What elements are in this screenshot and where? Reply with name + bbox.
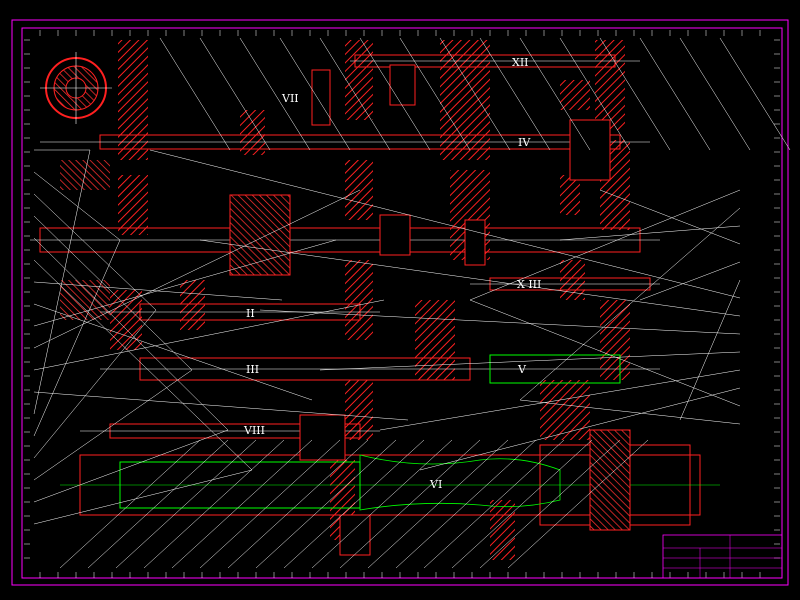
green-contour — [359, 454, 561, 511]
gear-detail-view — [40, 52, 112, 124]
shaft-label-iii: III — [246, 363, 259, 376]
shaft-label-viii: VIII — [243, 424, 265, 437]
shaft-labels: XII VII IV X III II III V VIII VI — [243, 56, 541, 491]
shaft-label-vii-top: VII — [281, 92, 299, 105]
shaft-label-vi: VI — [429, 478, 442, 491]
shaft-label-xiii: X III — [517, 278, 541, 291]
shaft-label-ii: II — [246, 307, 255, 320]
title-block — [662, 534, 783, 579]
inner-frame — [21, 27, 783, 579]
dimension-ticks — [24, 30, 780, 578]
leader-lines — [33, 37, 791, 569]
outer-frame — [11, 19, 789, 586]
shaft-label-iv: IV — [518, 136, 531, 149]
shaft-label-xii: XII — [512, 56, 529, 69]
shaft-label-v: V — [517, 363, 527, 376]
